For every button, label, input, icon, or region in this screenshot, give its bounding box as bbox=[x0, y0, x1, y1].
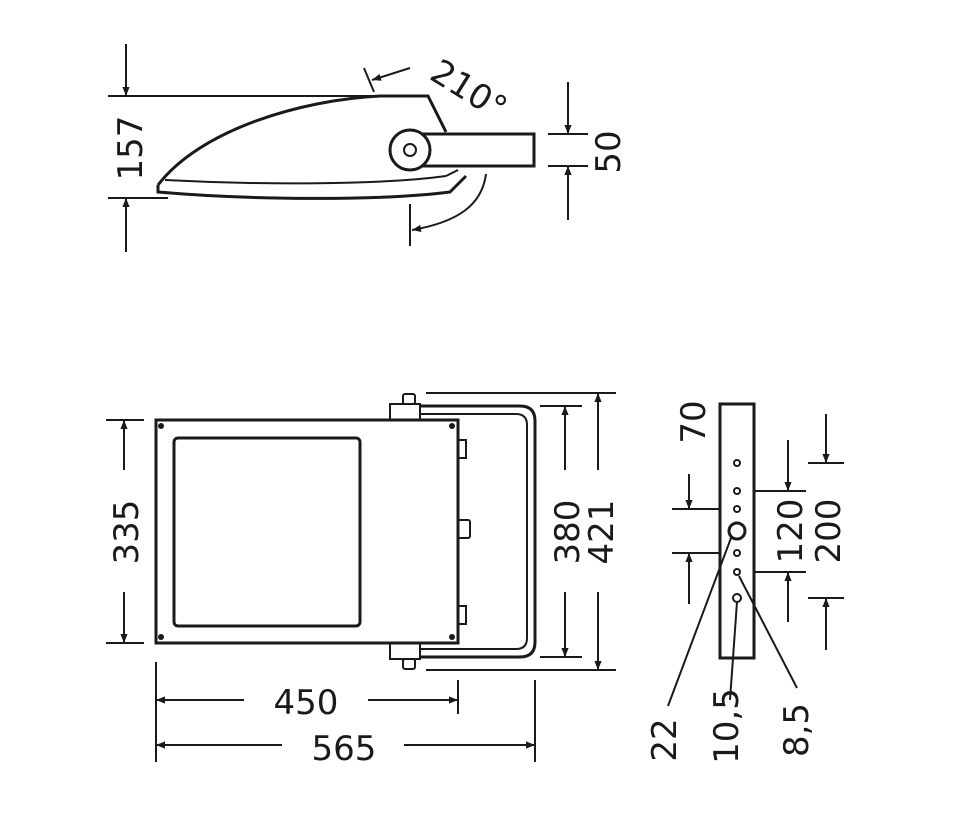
side-height-label: 157 bbox=[111, 116, 151, 181]
center-hole bbox=[727, 521, 747, 541]
hole-small-label: 8,5 bbox=[777, 703, 817, 757]
dimension-top-offset: 70 bbox=[672, 400, 720, 604]
body-width-label: 450 bbox=[274, 683, 339, 723]
front-view-bracket bbox=[389, 393, 537, 670]
dimension-body-height: 335 bbox=[106, 419, 147, 644]
dimension-total-width: 565 bbox=[156, 680, 536, 769]
side-view: 157 50 210° bbox=[108, 44, 629, 252]
hole-pitch-label: 120 bbox=[771, 499, 811, 564]
tilt-angle-label: 210° bbox=[423, 52, 514, 129]
bracket-view: 70 120 200 22 10,5 8,5 bbox=[645, 400, 849, 763]
dimension-bracket-outer: 421 bbox=[426, 392, 622, 671]
side-view-bracket bbox=[388, 128, 536, 172]
bracket-height-label: 50 bbox=[589, 130, 629, 173]
dimension-side-height: 157 bbox=[108, 44, 380, 252]
bracket-plate bbox=[718, 402, 756, 660]
bracket-inner-label: 380 bbox=[548, 500, 588, 565]
bracket-holes bbox=[727, 459, 747, 603]
bracket-outer-label: 421 bbox=[582, 500, 622, 565]
front-view: 335 380 421 450 bbox=[106, 392, 622, 769]
hole-leaders: 22 10,5 8,5 bbox=[645, 537, 817, 764]
body-height-label: 335 bbox=[107, 500, 147, 565]
hole-span-label: 200 bbox=[809, 499, 849, 564]
dimension-hole-span: 200 bbox=[808, 414, 849, 650]
dimension-body-width: 450 bbox=[155, 662, 459, 762]
center-hole-label: 22 bbox=[645, 718, 685, 761]
dimension-bracket-height: 50 bbox=[548, 82, 629, 220]
total-width-label: 565 bbox=[312, 729, 377, 769]
dimension-tilt-angle: 210° bbox=[363, 52, 514, 246]
hole-medium-label: 10,5 bbox=[707, 688, 747, 764]
top-offset-label: 70 bbox=[674, 400, 714, 443]
dimension-bracket-inner: 380 bbox=[540, 405, 588, 658]
front-view-housing bbox=[154, 418, 471, 645]
dimension-hole-pitch: 120 bbox=[754, 440, 811, 622]
